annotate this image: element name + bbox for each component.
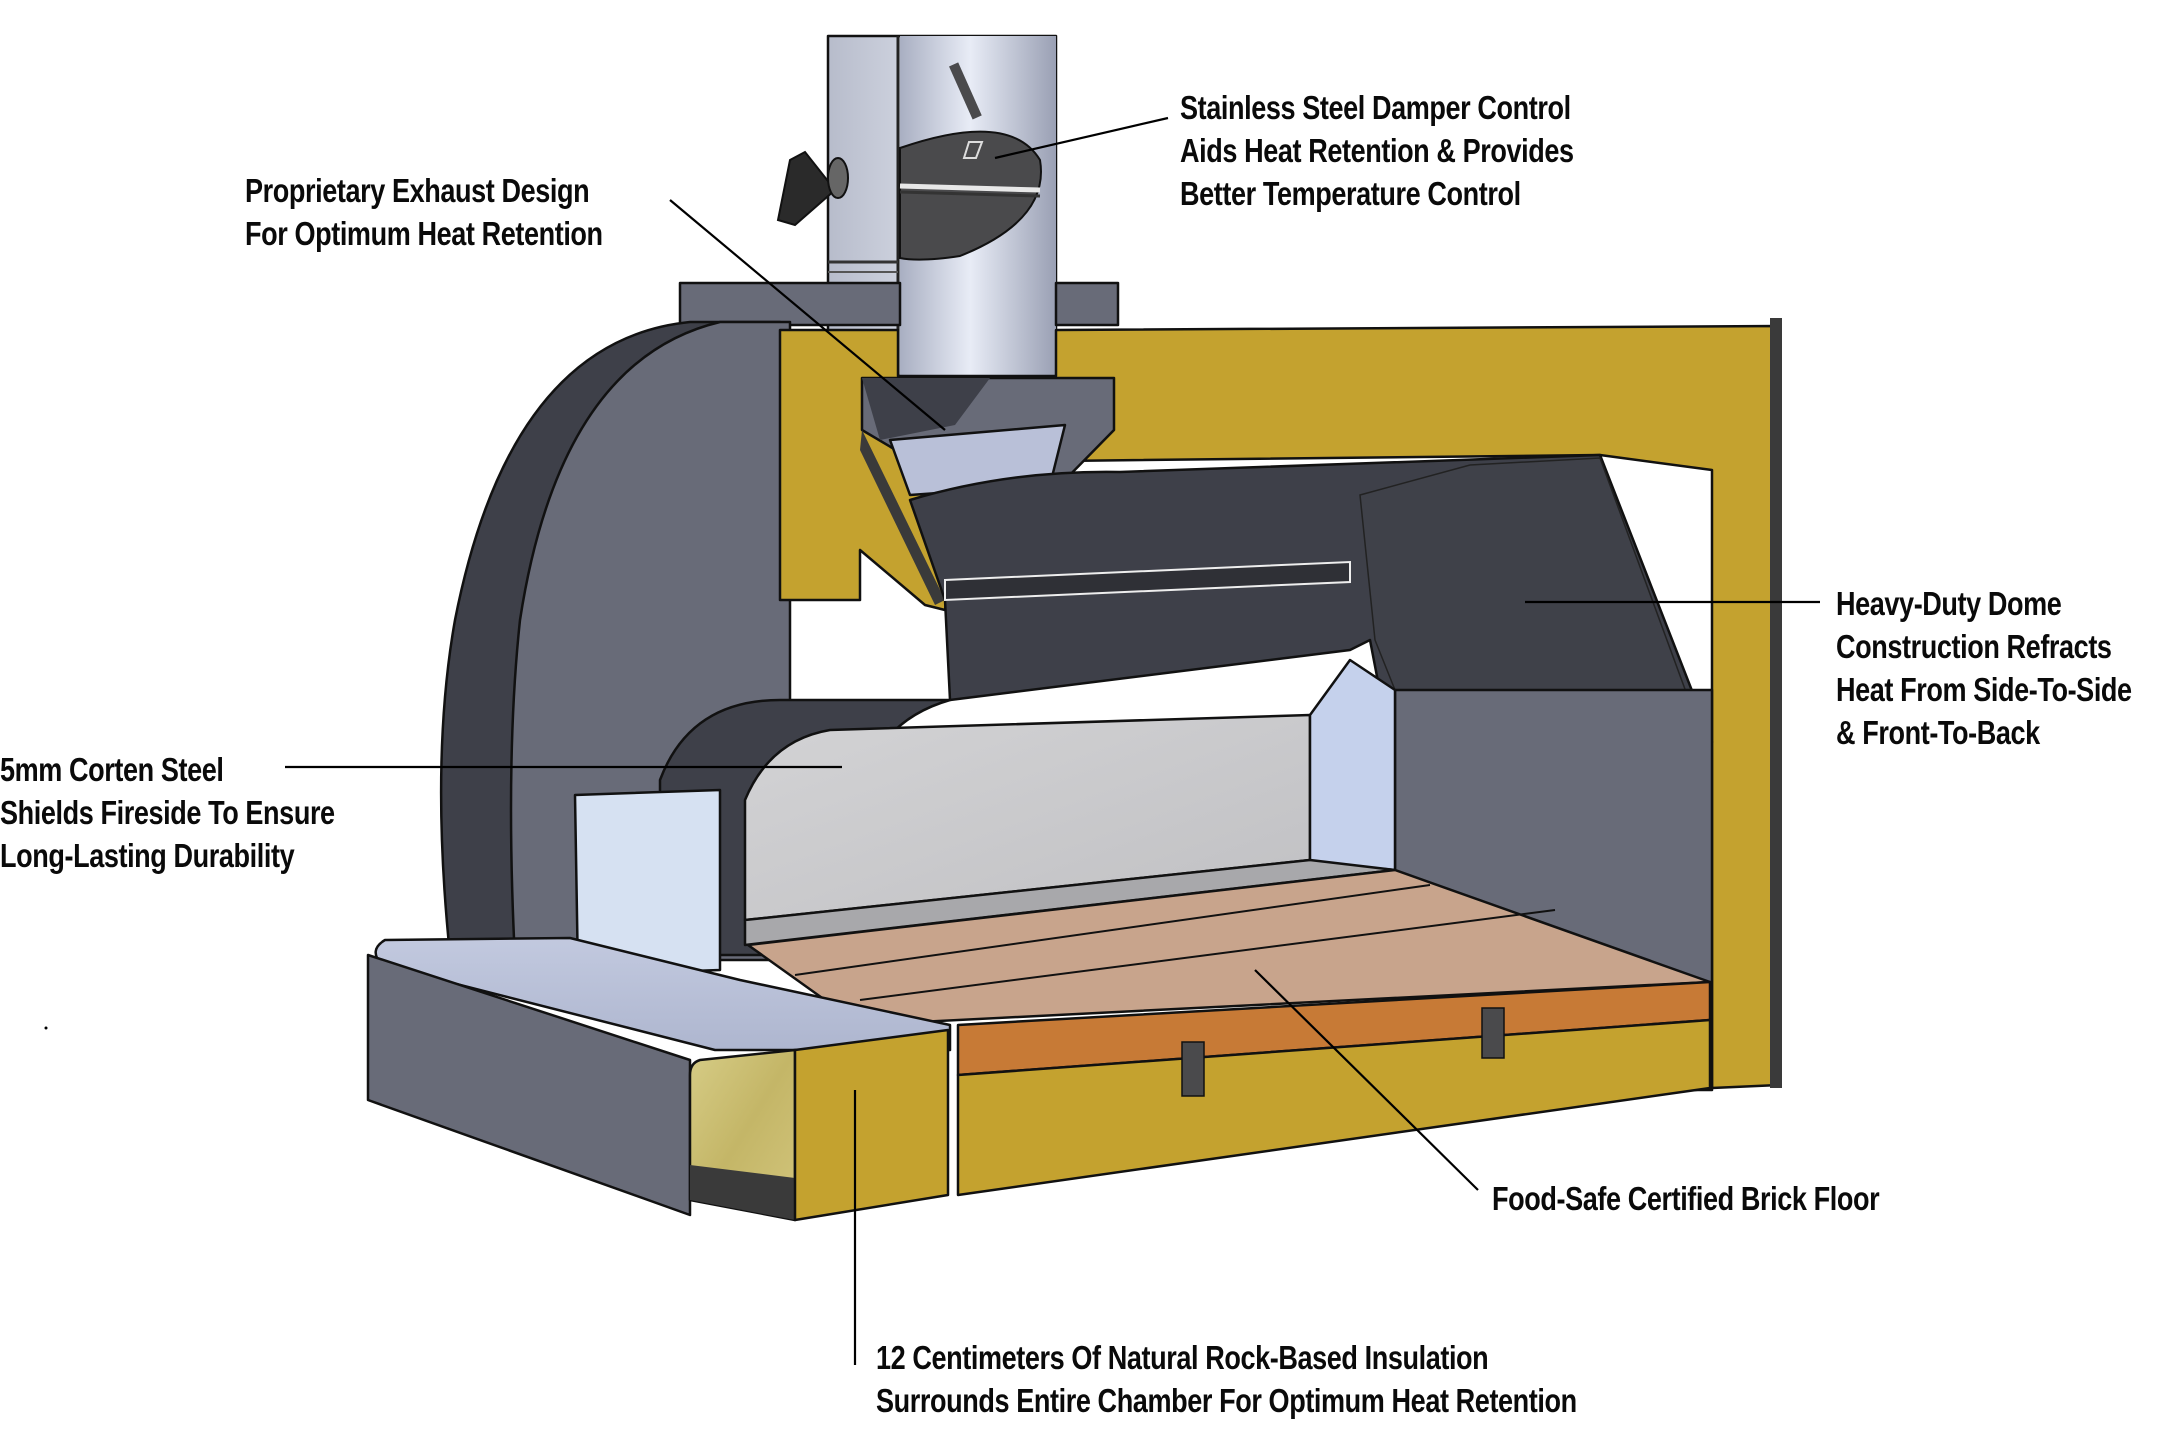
ledge-insulation-section xyxy=(793,1028,950,1222)
callout-insulation: 12 Centimeters Of Natural Rock-Based Ins… xyxy=(876,1336,1577,1422)
front-ledge-face xyxy=(366,953,692,1217)
callout-line: Aids Heat Retention & Provides xyxy=(1180,132,1574,169)
callout-line: Better Temperature Control xyxy=(1180,175,1521,212)
top-collar-right xyxy=(1054,281,1120,327)
stray-dot xyxy=(44,1026,48,1030)
callout-damper-control: Stainless Steel Damper Control Aids Heat… xyxy=(1180,86,1574,215)
callout-dome-construction: Heavy-Duty Dome Construction Refracts He… xyxy=(1836,582,2132,754)
leader-line-exhaust xyxy=(669,199,946,431)
callout-line: Heavy-Duty Dome xyxy=(1836,585,2062,622)
leader-line-floor xyxy=(1254,969,1479,1191)
door-opening-left xyxy=(573,788,722,977)
brick-joint xyxy=(859,909,1556,1001)
ledge-base-plate xyxy=(690,1165,795,1220)
brick-joint xyxy=(794,884,1431,976)
callout-line: 5mm Corten Steel xyxy=(0,751,224,788)
callout-line: Heat From Side-To-Side xyxy=(1836,671,2132,708)
chamber-side-wall-light xyxy=(1308,658,1397,872)
leader-line-damper xyxy=(994,116,1169,160)
callout-line: & Front-To-Back xyxy=(1836,714,2040,751)
insulation-right-edge xyxy=(1770,318,1782,1088)
damper-handle-knob xyxy=(776,150,849,227)
dome-ledge xyxy=(944,560,1351,602)
callout-line: Shields Fireside To Ensure xyxy=(0,794,335,831)
floor-support-bracket xyxy=(1181,1041,1205,1097)
callout-line: For Optimum Heat Retention xyxy=(245,215,603,252)
floor-insulation-block xyxy=(956,1018,1712,1197)
callout-line: Long-Lasting Durability xyxy=(0,837,295,874)
callout-corten-steel: 5mm Corten Steel Shields Fireside To Ens… xyxy=(0,748,335,877)
callout-line: Stainless Steel Damper Control xyxy=(1180,89,1571,126)
floor-support-bracket xyxy=(1481,1007,1505,1059)
callout-line: Construction Refracts xyxy=(1836,628,2112,665)
callout-line: Surrounds Entire Chamber For Optimum Hea… xyxy=(876,1382,1577,1419)
top-collar-left xyxy=(678,281,902,327)
callout-line: Proprietary Exhaust Design xyxy=(245,172,590,209)
callout-line: Food-Safe Certified Brick Floor xyxy=(1492,1180,1880,1217)
damper-plate xyxy=(899,62,1042,261)
callout-exhaust-design: Proprietary Exhaust Design For Optimum H… xyxy=(245,169,603,255)
callout-brick-floor: Food-Safe Certified Brick Floor xyxy=(1492,1177,1880,1220)
callout-line: 12 Centimeters Of Natural Rock-Based Ins… xyxy=(876,1339,1489,1376)
